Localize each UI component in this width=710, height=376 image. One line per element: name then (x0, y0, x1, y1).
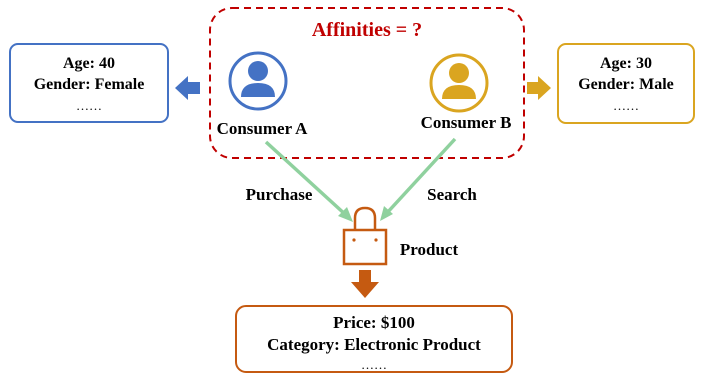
consumer-a-attribute: Gender: Female (34, 76, 145, 93)
product-attributes-box (235, 305, 513, 373)
consumer-b-attribute: …… (613, 98, 639, 113)
down-arrow-icon (351, 270, 379, 298)
search-edge-label: Search (427, 185, 477, 204)
consumer-b-label: Consumer B (421, 113, 512, 132)
consumer-group-box (209, 7, 525, 159)
consumer-b-attribute: Gender: Male (578, 76, 674, 93)
product-label: Product (400, 240, 459, 259)
consumer-b-person-icon (429, 53, 489, 113)
shopping-bag-icon (342, 206, 388, 266)
consumer-b-attributes-box (557, 43, 695, 124)
left-arrow-icon (175, 76, 200, 100)
search-edge (380, 137, 457, 221)
consumer-a-person-icon (228, 51, 288, 111)
product-attribute: Price: $100 (333, 313, 415, 332)
product-attribute: …… (361, 357, 387, 372)
consumer-a-attributes-box (9, 43, 169, 123)
consumer-b-attribute: Age: 30 (600, 55, 652, 72)
consumer-a-attribute: Age: 40 (63, 55, 115, 72)
consumer-a-attribute: …… (76, 98, 102, 113)
consumer-a-label: Consumer A (217, 119, 309, 138)
group-title: Affinities = ? (312, 19, 422, 41)
right-arrow-icon (527, 76, 551, 100)
purchase-edge (264, 140, 353, 222)
purchase-edge-label: Purchase (246, 185, 313, 204)
product-attribute: Category: Electronic Product (267, 335, 481, 354)
